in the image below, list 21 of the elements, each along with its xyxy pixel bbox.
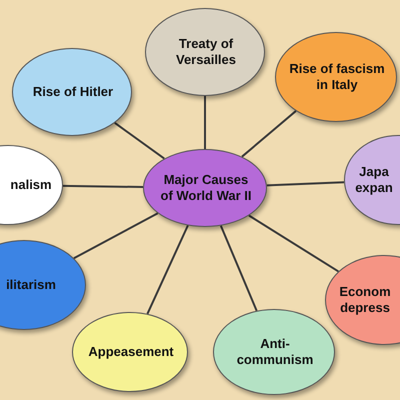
cause-text: Econom depress (338, 284, 392, 316)
cause-text: Rise of fascism in Italy (289, 61, 385, 93)
cause-text: nalism (9, 177, 53, 193)
connector-line (266, 181, 344, 186)
cause-text: Major Causes of World War II (160, 172, 252, 204)
cause-ellipse (72, 312, 188, 392)
cause-text: Treaty of Versailles (175, 36, 237, 68)
connector-line (204, 96, 206, 149)
cause-ellipse (143, 149, 267, 227)
connector-line (62, 184, 144, 188)
connector-line (248, 214, 339, 272)
cause-text: Rise of Hitler (32, 84, 114, 100)
connector-line (73, 212, 158, 260)
connector-line (220, 225, 258, 312)
cause-text: Japa expan (354, 164, 394, 196)
cause-text: ilitarism (5, 277, 57, 293)
connector-line (146, 225, 189, 314)
connector-line (241, 110, 297, 158)
cause-text: Anti-communism (236, 336, 314, 368)
connector-line (114, 122, 165, 160)
cause-text: Appeasement (87, 344, 175, 360)
